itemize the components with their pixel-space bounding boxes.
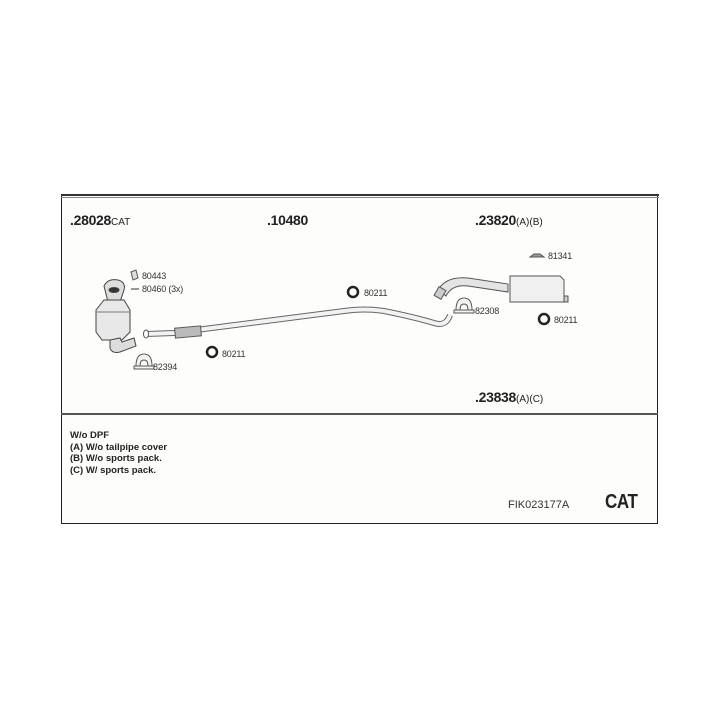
part-number: 23838 xyxy=(478,389,517,405)
rubber-mount-icon-mid xyxy=(346,285,360,299)
type-label: CAT xyxy=(605,491,638,513)
part-suffix: CAT xyxy=(111,217,131,228)
catalytic-converter-icon xyxy=(95,279,137,353)
note-line: (C) W/ sports pack. xyxy=(70,464,157,476)
part-number: 28028 xyxy=(73,212,112,228)
kit-code: FIK023177A xyxy=(508,499,570,511)
rubber-mount-icon-rear xyxy=(537,312,551,326)
diagram-frame xyxy=(61,195,658,524)
part-suffix: (A)(B) xyxy=(516,217,543,228)
part-label-middle-pipe: .10480 xyxy=(267,212,309,228)
notes-block: W/o DPF (A) W/o tailpipe cover (B) W/o s… xyxy=(70,430,167,476)
heat-shield-icon xyxy=(528,253,546,258)
note-line: W/o DPF xyxy=(70,430,110,441)
middle-pipe-icon xyxy=(143,306,453,339)
gasket-label: 80443 xyxy=(142,271,167,281)
clamp-icon xyxy=(133,353,155,370)
top-border xyxy=(61,194,659,198)
note-line: (B) W/o sports pack. xyxy=(70,453,162,464)
part-label-rear-silencer-ab: .23820(A)(B) xyxy=(475,212,543,228)
bolt-label: 80460 (3x) xyxy=(142,284,184,294)
rear-silencer-icon xyxy=(433,275,569,303)
part-label-rear-silencer-ac: .23838(A)(C) xyxy=(475,389,544,405)
rubber-mount-rear-label: 80211 xyxy=(554,315,578,325)
gasket-icon xyxy=(130,269,139,281)
section-divider xyxy=(61,413,658,415)
clamp-front-label: 82394 xyxy=(153,362,178,372)
heat-shield-label: 81341 xyxy=(548,251,573,261)
rubber-mount-icon-front xyxy=(205,345,219,359)
clamp-rear-label: 82308 xyxy=(475,306,500,316)
part-label-catalyst: .28028CAT xyxy=(70,212,131,228)
clamp-icon-rear xyxy=(453,297,475,314)
rubber-mount-front-label: 80211 xyxy=(222,349,246,359)
part-number: 10480 xyxy=(270,212,309,228)
rubber-mount-mid-label: 80211 xyxy=(364,288,388,298)
part-number: 23820 xyxy=(478,212,517,228)
note-line: (A) W/o tailpipe cover xyxy=(70,441,168,453)
part-suffix: (A)(C) xyxy=(516,394,544,405)
